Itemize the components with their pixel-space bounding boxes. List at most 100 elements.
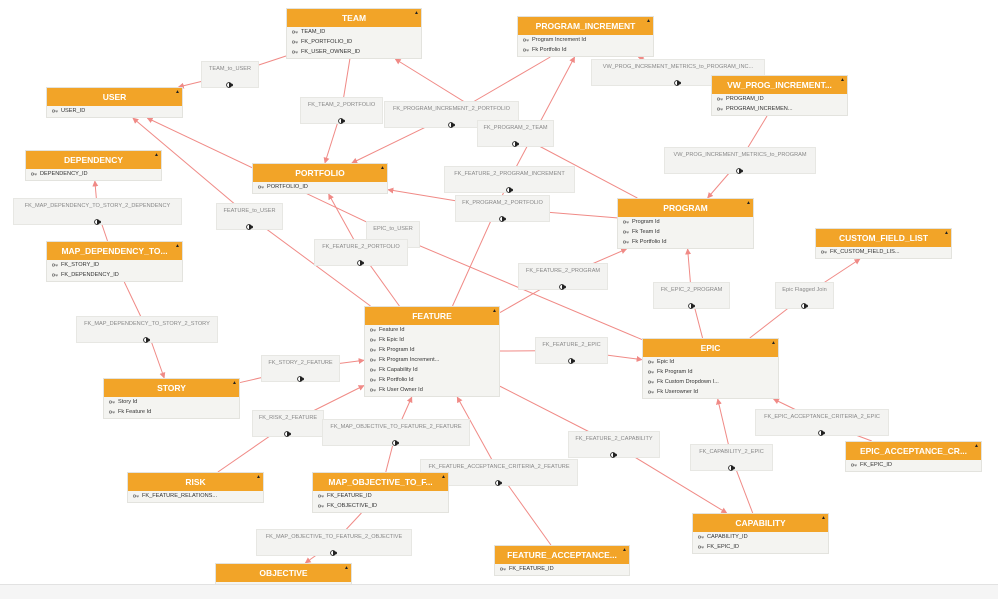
relationship-r_feature_program[interactable]: FK_FEATURE_2_PROGRAM	[518, 263, 608, 290]
expand-icon[interactable]: ▲	[441, 474, 446, 480]
entity-title[interactable]: DEPENDENCY▲	[26, 151, 161, 169]
key-icon	[370, 327, 376, 332]
entity-title[interactable]: PORTFOLIO▲	[253, 164, 387, 182]
entity-title[interactable]: TEAM▲	[287, 9, 421, 27]
entity-epic_acceptance[interactable]: EPIC_ACCEPTANCE_CR...▲FK_EPIC_ID	[845, 441, 982, 472]
entity-field: Story Id	[104, 397, 239, 407]
entity-field-name: Fk Program Increment...	[379, 357, 440, 363]
entity-custom_field_list[interactable]: CUSTOM_FIELD_LIST▲FK_CUSTOM_FIELD_LIS...	[815, 228, 952, 259]
relationship-label: FK_RISK_2_FEATURE	[258, 415, 318, 421]
entity-title[interactable]: FEATURE_ACCEPTANCE...▲	[495, 546, 629, 564]
entity-field-name: Fk Portfolio Id	[379, 377, 414, 383]
key-icon	[623, 219, 629, 224]
expand-icon[interactable]: ▲	[380, 165, 385, 171]
relationship-r_program_portfolio[interactable]: FK_PROGRAM_2_PORTFOLIO	[455, 195, 550, 222]
entity-field-name: Program Id	[632, 219, 660, 225]
entity-title-text: EPIC	[700, 343, 721, 353]
relationship-r_epic_acc[interactable]: FK_EPIC_ACCEPTANCE_CRITERIA_2_EPIC	[755, 409, 889, 436]
entity-title[interactable]: PROGRAM_INCREMENT▲	[518, 17, 653, 35]
entity-title[interactable]: MAP_OBJECTIVE_TO_F...▲	[313, 473, 448, 491]
relationship-icon	[511, 134, 520, 147]
entity-title[interactable]: STORY ▲	[104, 379, 239, 397]
expand-icon[interactable]: ▲	[622, 547, 627, 553]
relationship-r_risk_feature[interactable]: FK_RISK_2_FEATURE	[252, 410, 324, 437]
entity-user[interactable]: USER▲USER_ID	[46, 87, 183, 118]
relationship-r_map_dep_dep[interactable]: FK_MAP_DEPENDENCY_TO_STORY_2_DEPENDENCY	[13, 198, 182, 225]
key-icon	[109, 399, 115, 404]
entity-title[interactable]: USER▲	[47, 88, 182, 106]
relationship-r_feature_pi[interactable]: FK_FEATURE_2_PROGRAM_INCREMENT	[444, 166, 575, 193]
expand-icon[interactable]: ▲	[492, 308, 497, 314]
relationship-r_capability_epic[interactable]: FK_CAPABILITY_2_EPIC	[690, 444, 773, 471]
expand-icon[interactable]: ▲	[646, 18, 651, 24]
expand-icon[interactable]: ▲	[771, 340, 776, 346]
relationship-r_feature_portfolio[interactable]: FK_FEATURE_2_PORTFOLIO	[314, 239, 408, 266]
relationship-r_feature_epic[interactable]: FK_FEATURE_2_EPIC	[535, 337, 608, 364]
expand-icon[interactable]: ▲	[256, 474, 261, 480]
entity-portfolio[interactable]: PORTFOLIO▲PORTFOLIO_ID	[252, 163, 388, 194]
entity-title[interactable]: EPIC_ACCEPTANCE_CR...▲	[846, 442, 981, 460]
relationship-icon	[818, 423, 826, 436]
expand-icon[interactable]: ▲	[840, 77, 845, 83]
relationship-label: TEAM_to_USER	[209, 66, 251, 72]
expand-icon[interactable]: ▲	[154, 152, 159, 158]
relationship-icon	[245, 217, 254, 230]
expand-icon[interactable]: ▲	[746, 200, 751, 206]
expand-icon[interactable]: ▲	[944, 230, 949, 236]
entity-feature_acceptance[interactable]: FEATURE_ACCEPTANCE...▲FK_FEATURE_ID	[494, 545, 630, 576]
entity-title[interactable]: PROGRAM▲	[618, 199, 753, 217]
relationship-label: FK_FEATURE_2_EPIC	[542, 342, 601, 348]
relationship-r_map_dep_story[interactable]: FK_MAP_DEPENDENCY_TO_STORY_2_STORY	[76, 316, 218, 343]
entity-title[interactable]: RISK▲	[128, 473, 263, 491]
entity-title[interactable]: FEATURE▲	[365, 307, 499, 325]
relationship-icon	[143, 330, 151, 343]
relationship-r_feature_capability[interactable]: FK_FEATURE_2_CAPABILITY	[568, 431, 660, 458]
relationship-r_pi_portfolio[interactable]: FK_PROGRAM_INCREMENT_2_PORTFOLIO	[384, 101, 519, 128]
relationship-r_epic_flagged[interactable]: Epic Flagged Join	[775, 282, 834, 309]
relationship-label: FK_EPIC_2_PROGRAM	[660, 287, 723, 293]
relationship-r_story_feature[interactable]: FK_STORY_2_FEATURE	[261, 355, 340, 382]
entity-risk[interactable]: RISK▲FK_FEATURE_RELATIONS...	[127, 472, 264, 503]
expand-icon[interactable]: ▲	[175, 89, 180, 95]
expand-icon[interactable]: ▲	[414, 10, 419, 16]
relationship-r_map_obj_feature[interactable]: FK_MAP_OBJECTIVE_TO_FEATURE_2_FEATURE	[322, 419, 470, 446]
relationship-r_team_portfolio[interactable]: FK_TEAM_2_PORTFOLIO	[300, 97, 383, 124]
relationship-label: FK_PROGRAM_2_PORTFOLIO	[462, 200, 543, 206]
expand-icon[interactable]: ▲	[821, 515, 826, 521]
relationship-r_vw_program[interactable]: VW_PROG_INCREMENT_METRICS_to_PROGRAM	[664, 147, 816, 174]
entity-field: FK_PORTFOLIO_ID	[287, 37, 421, 47]
entity-title[interactable]: MAP_DEPENDENCY_TO...▲	[47, 242, 182, 260]
entity-title-text: STORY	[157, 383, 186, 393]
relationship-r_program_team[interactable]: FK_PROGRAM_2_TEAM	[477, 120, 554, 147]
key-icon	[292, 39, 298, 44]
relationship-r_epic_program[interactable]: FK_EPIC_2_PROGRAM	[653, 282, 730, 309]
expand-icon[interactable]: ▲	[175, 243, 180, 249]
entity-title[interactable]: CUSTOM_FIELD_LIST▲	[816, 229, 951, 247]
relationship-r_team_user[interactable]: TEAM_to_USER	[201, 61, 259, 88]
expand-icon[interactable]: ▲	[344, 565, 349, 571]
relationship-r_map_obj_objective[interactable]: FK_MAP_OBJECTIVE_TO_FEATURE_2_OBJECTIVE	[256, 529, 412, 556]
relationship-r_feature_user[interactable]: FEATURE_to_USER	[216, 203, 283, 230]
entity-title[interactable]: OBJECTIVE▲	[216, 564, 351, 582]
entity-title[interactable]: VW_PROG_INCREMENT...▲	[712, 76, 847, 94]
entity-field: FK_FEATURE_RELATIONS...	[128, 491, 263, 501]
expand-icon[interactable]: ▲	[974, 443, 979, 449]
entity-field: Fk Program Id	[643, 367, 778, 377]
entity-field-name: Fk Userowner Id	[657, 389, 699, 395]
status-bar	[0, 584, 998, 599]
entity-title[interactable]: EPIC ▲	[643, 339, 778, 357]
expand-icon[interactable]: ▲	[232, 380, 237, 386]
entity-title[interactable]: CAPABILITY▲	[693, 514, 828, 532]
entity-dependency[interactable]: DEPENDENCY▲DEPENDENCY_ID	[25, 150, 162, 181]
